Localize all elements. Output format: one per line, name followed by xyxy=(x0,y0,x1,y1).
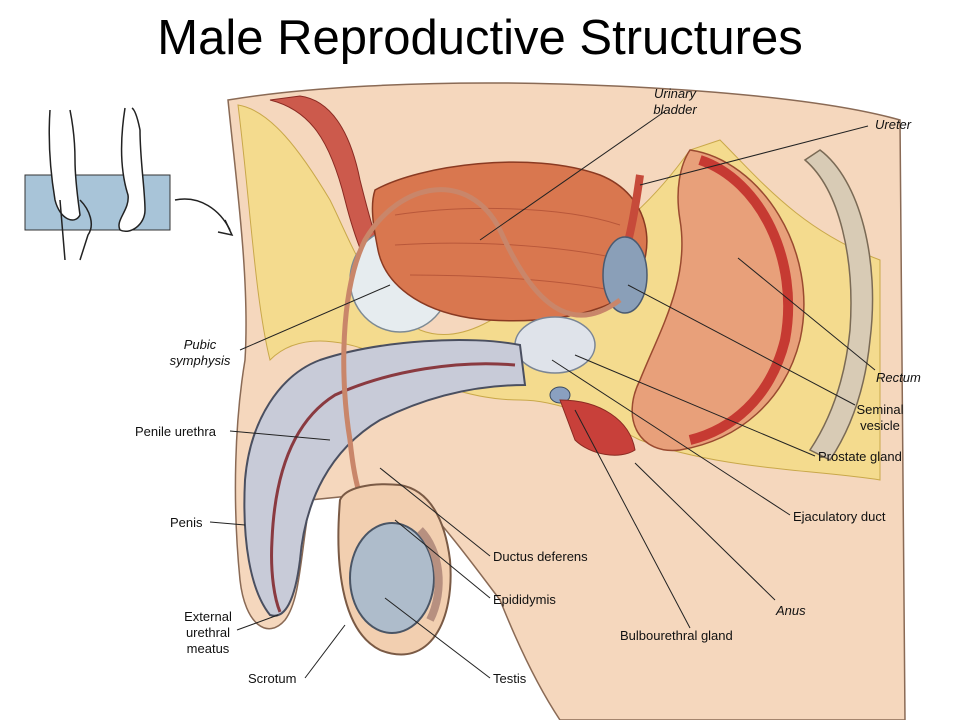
label-ductus-deferens: Ductus deferens xyxy=(493,549,588,564)
perineal-muscle xyxy=(559,399,636,456)
seminal-vesicle xyxy=(602,236,648,314)
epididymis xyxy=(417,527,443,622)
label-rectum: Rectum xyxy=(876,370,921,385)
ductus-deferens xyxy=(341,187,622,523)
rectum xyxy=(631,149,805,452)
label-bulbourethral-gland: Bulbourethral gland xyxy=(620,628,733,643)
label-scrotum: Scrotum xyxy=(248,671,297,686)
label-ureter: Ureter xyxy=(875,117,912,132)
label-ejaculatory-duct: Ejaculatory duct xyxy=(793,509,886,524)
page-title: Male Reproductive Structures xyxy=(157,11,803,65)
bulbourethral-gland xyxy=(549,386,571,404)
label-epididymis: Epididymis xyxy=(493,592,556,607)
label-anus: Anus xyxy=(776,603,806,618)
label-prostate-gland: Prostate gland xyxy=(818,449,902,464)
label-penis: Penis xyxy=(170,515,203,530)
testis xyxy=(349,522,435,634)
penis-corpora xyxy=(243,339,527,617)
sacrum xyxy=(803,149,874,461)
label-penile-urethra: Penile urethra xyxy=(135,424,216,439)
orientation-inset xyxy=(24,107,234,261)
label-testis: Testis xyxy=(493,671,527,686)
urinary-bladder xyxy=(371,161,648,322)
